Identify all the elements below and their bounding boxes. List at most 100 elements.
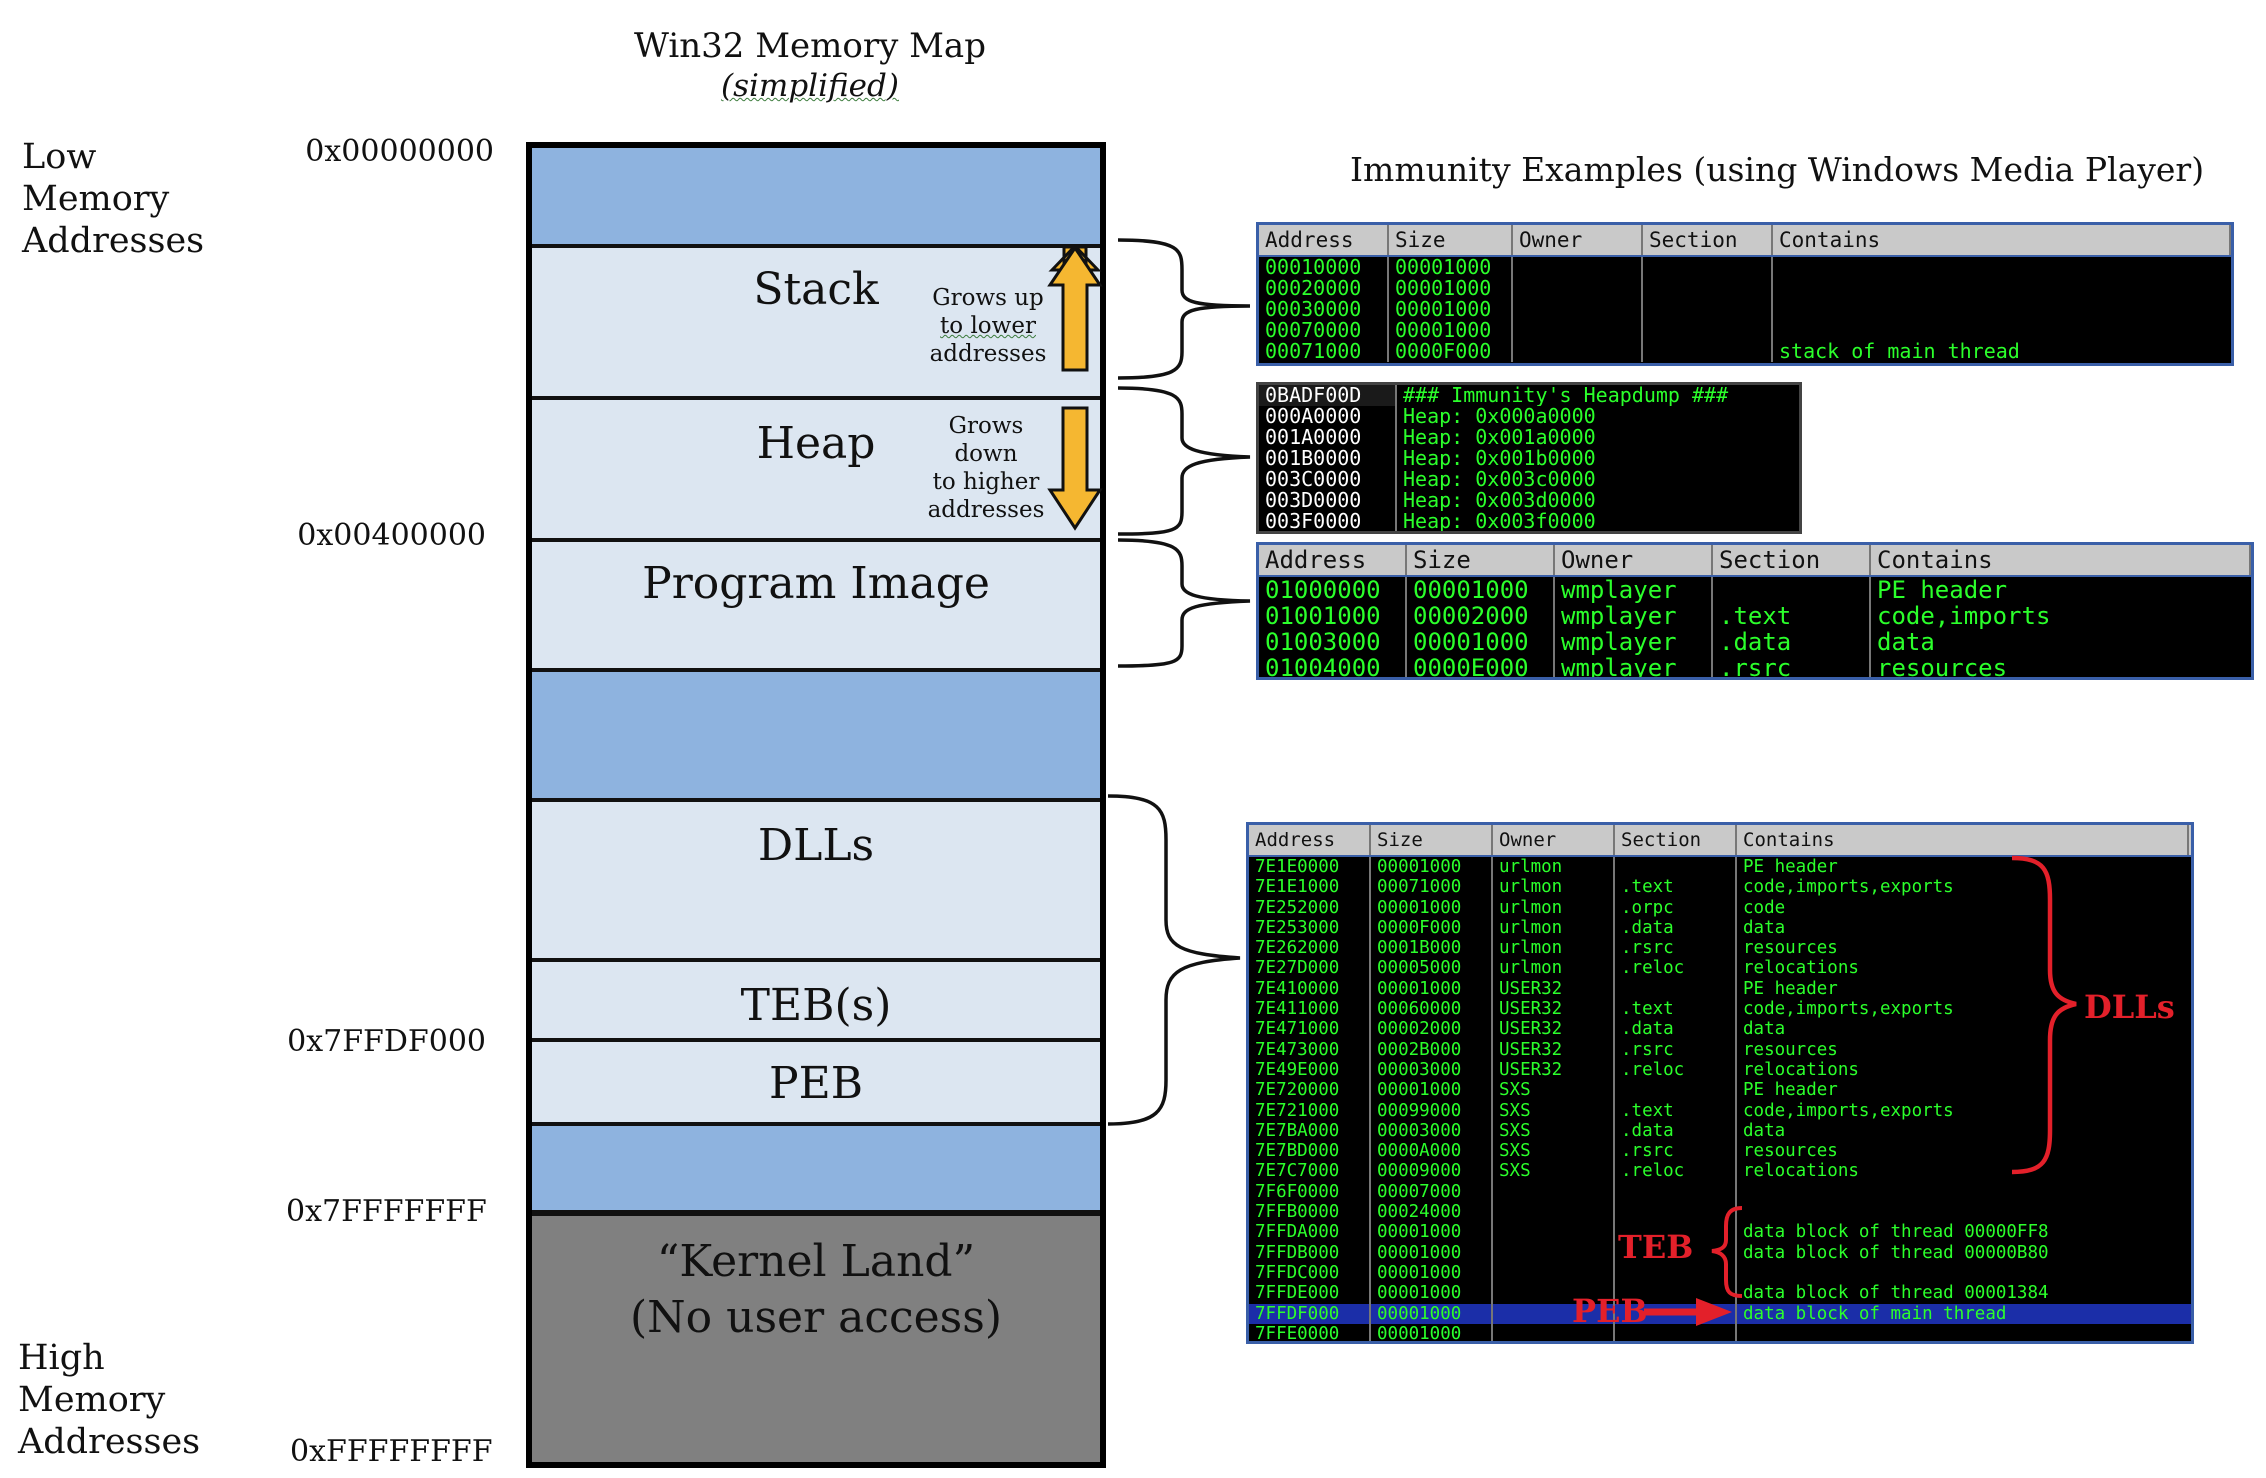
table-cell: wmplayer (1555, 629, 1713, 655)
stack-grow-note: Grows up to lower addresses (929, 285, 1047, 367)
table-cell: 7F6F0000 (1249, 1181, 1371, 1203)
table-cell (1615, 1283, 1737, 1304)
table-cell (1643, 299, 1773, 320)
table-cell: 7FFDA000 (1249, 1222, 1371, 1243)
table-cell (1513, 257, 1643, 278)
region-heap: Heap (532, 400, 1100, 542)
table-cell: .orpc (1615, 897, 1737, 918)
table-cell: 00001000 (1389, 320, 1513, 341)
table-cell: PE header (1877, 577, 2008, 603)
kernel-label-line1: “Kernel Land” (656, 1236, 976, 1287)
table-cell: .reloc (1615, 1161, 1737, 1182)
region-dlls: DLLs (532, 802, 1100, 962)
table-cell: urlmon (1493, 897, 1615, 918)
table-cell: 00071000 (1371, 877, 1493, 898)
table-cell: relocations (1743, 1059, 1859, 1080)
table-cell: .reloc (1615, 1059, 1737, 1081)
table-cell: 00001000 (1371, 857, 1493, 878)
table-cell: 001A0000 (1259, 427, 1397, 448)
table-cell: 00001000 (1371, 1222, 1493, 1243)
table-cell (1513, 341, 1643, 362)
high-memory-label: High Memory Addresses (18, 1338, 201, 1462)
table-cell: 7E411000 (1249, 999, 1371, 1020)
table-cell: 00020000 (1259, 278, 1389, 299)
table-cell: Heap: 0x003f0000 (1403, 511, 1596, 532)
column-header-owner: Owner (1555, 545, 1713, 575)
table-cell: Heap: 0x003c0000 (1403, 469, 1596, 490)
address-label-1: 0x00400000 (297, 518, 486, 553)
address-label-2: 0x7FFDF000 (287, 1024, 486, 1059)
region-free-space (532, 672, 1100, 802)
table-cell: urlmon (1493, 917, 1615, 939)
dlls-label: DLLs (757, 820, 875, 871)
table-cell: .data (1615, 1120, 1737, 1142)
table-cell: data block of thread 00000FF8 (1743, 1222, 2049, 1243)
table-cell: 0000E000 (1407, 655, 1555, 677)
tebs-label: TEB(s) (740, 980, 892, 1031)
table-cell: 7E27D000 (1249, 958, 1371, 979)
table-cell: code,imports (1877, 603, 2051, 629)
table-cell: 01000000 (1259, 577, 1407, 603)
table-cell: 7E7BA000 (1249, 1120, 1371, 1142)
table-cell: .text (1615, 877, 1737, 898)
table-cell: 00003000 (1371, 1059, 1493, 1081)
table-cell: 00060000 (1371, 999, 1493, 1020)
table-cell: .rsrc (1615, 1141, 1737, 1162)
table-cell: data block of main thread (1743, 1303, 2007, 1324)
heap-brace (1117, 386, 1251, 536)
table-cell (1643, 278, 1773, 299)
stack-label: Stack (753, 264, 879, 315)
program-image-brace (1117, 538, 1251, 668)
table-cell: Heap: 0x003d0000 (1403, 490, 1596, 511)
table-cell: 01004000 (1259, 655, 1407, 677)
table-cell: 003F0000 (1259, 511, 1397, 531)
low-memory-label: Low Memory Addresses (22, 137, 205, 261)
table-cell: .rsrc (1615, 1039, 1737, 1060)
table-cell: 00071000 (1259, 341, 1389, 362)
table-cell: 7E410000 (1249, 978, 1371, 1000)
table-cell (1513, 278, 1643, 299)
heap-grow-note: Grows down to higher addresses (927, 413, 1045, 523)
table-cell: code,imports,exports (1743, 999, 1954, 1020)
table-cell: 7E1E1000 (1249, 877, 1371, 898)
table-cell (1513, 299, 1643, 320)
table-cell: 0BADF00D (1259, 385, 1397, 406)
table-cell: 00002000 (1371, 1019, 1493, 1040)
peb-label: PEB (768, 1058, 864, 1109)
column-header-section: Section (1615, 825, 1737, 855)
table-cell: .data (1615, 917, 1737, 939)
table-cell: data (1877, 629, 1935, 655)
table-cell (1493, 1283, 1615, 1304)
table-cell: PE header (1743, 857, 1838, 877)
table-cell: data (1743, 1019, 1786, 1040)
teb-red-brace (1711, 1206, 1743, 1298)
table-cell: 00070000 (1259, 320, 1389, 341)
table-cell: .text (1615, 1100, 1737, 1121)
table-cell: SXS (1493, 1161, 1615, 1182)
table-cell: 00099000 (1371, 1100, 1493, 1121)
teb-callout-label: TEB (1618, 1228, 1694, 1266)
table-cell: resources (1877, 655, 2008, 680)
region-reserved-high (532, 1126, 1100, 1214)
table-cell: data (1743, 1120, 1786, 1141)
column-header-address: Address (1259, 545, 1407, 575)
address-label-0: 0x00000000 (305, 134, 494, 169)
